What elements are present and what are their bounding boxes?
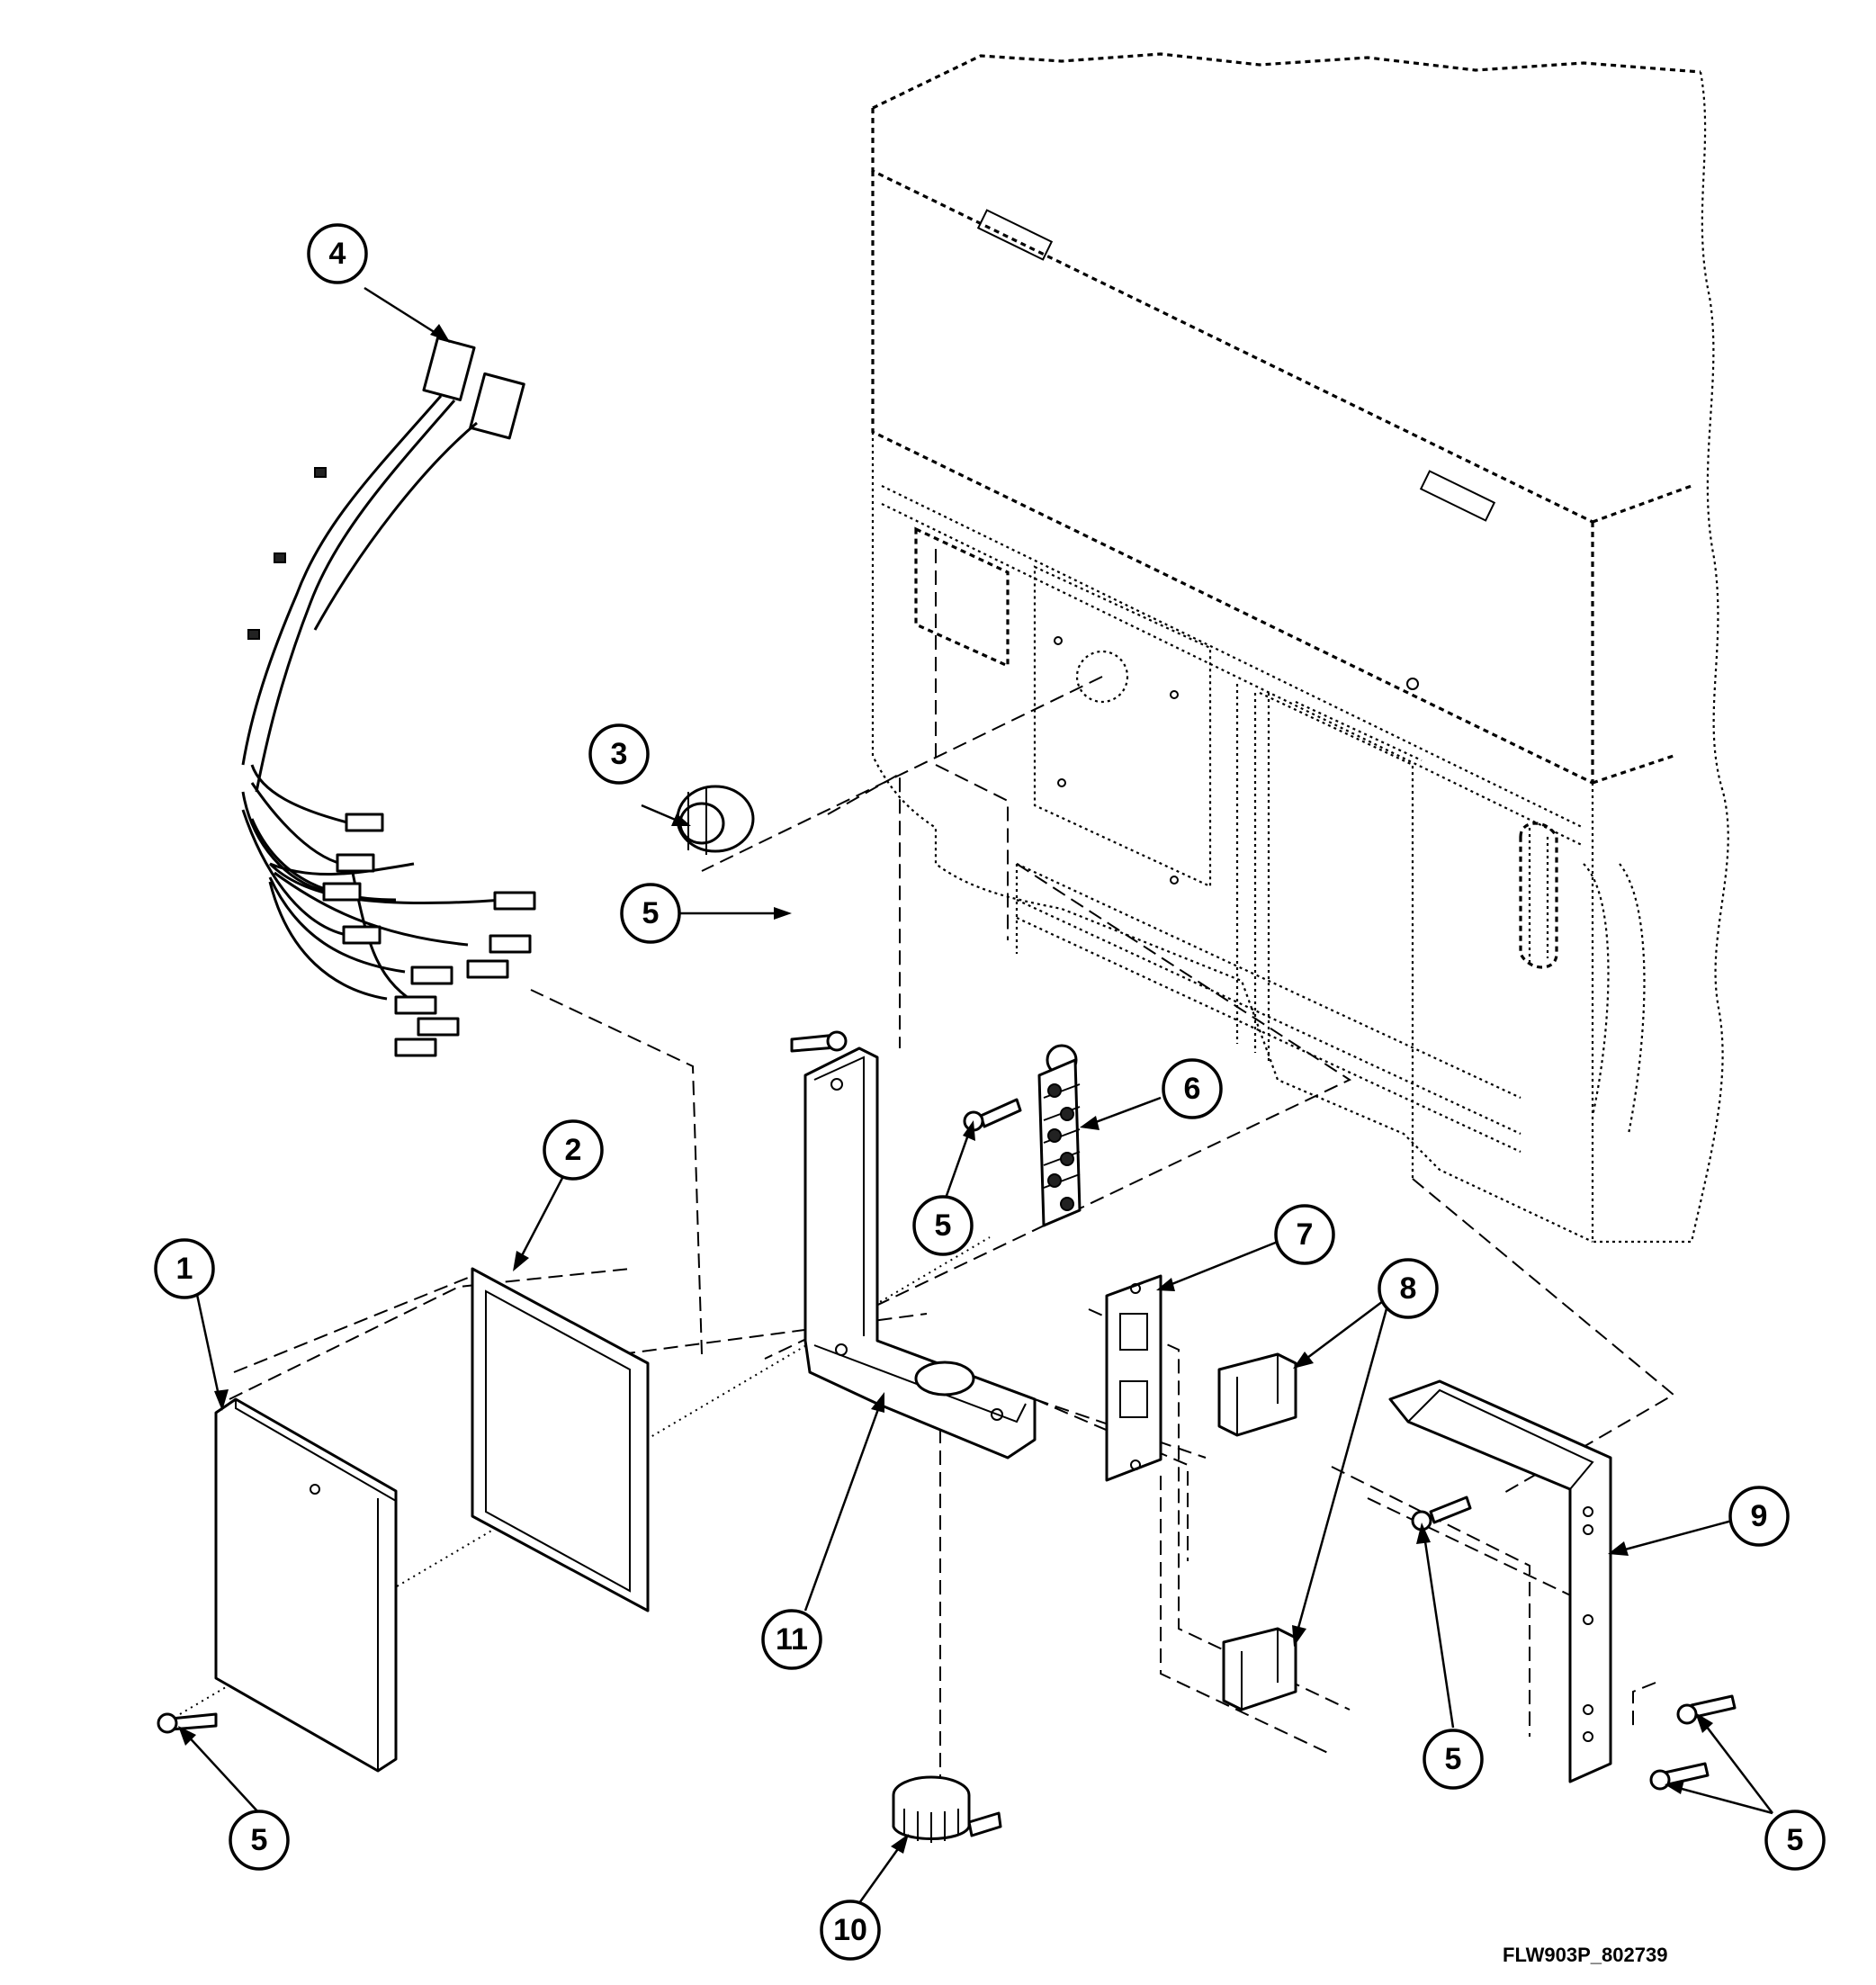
callout-4: 3 bbox=[588, 723, 650, 785]
svg-text:11: 11 bbox=[776, 1622, 808, 1657]
svg-text:9: 9 bbox=[1751, 1499, 1768, 1533]
assembly-lines bbox=[179, 549, 1675, 1791]
callout-1: 1 bbox=[154, 1238, 215, 1299]
svg-text:5: 5 bbox=[642, 896, 660, 930]
callout-7: 7 bbox=[1274, 1204, 1335, 1265]
callout-3: 4 bbox=[307, 223, 368, 284]
svg-text:5: 5 bbox=[1787, 1823, 1804, 1857]
callout-9: 9 bbox=[1728, 1486, 1790, 1547]
callout-10: 10 bbox=[820, 1900, 881, 1961]
callout-5-screw-cover: 5 bbox=[229, 1810, 290, 1871]
switches bbox=[1217, 1352, 1297, 1711]
switch-plate bbox=[1105, 1274, 1162, 1482]
svg-text:4: 4 bbox=[329, 237, 346, 271]
callout-5-screws-right: 5 bbox=[1764, 1810, 1826, 1871]
wire-terminals bbox=[322, 813, 536, 1057]
angle-bracket bbox=[1388, 1379, 1612, 1783]
callout-6: 6 bbox=[1162, 1058, 1223, 1119]
callout-leaders bbox=[178, 286, 1773, 1904]
svg-text:1: 1 bbox=[176, 1252, 193, 1286]
svg-text:6: 6 bbox=[1184, 1072, 1201, 1106]
callout-5-screw-terminal: 5 bbox=[912, 1195, 974, 1256]
wire-harness bbox=[241, 337, 536, 1057]
svg-text:5: 5 bbox=[935, 1208, 952, 1243]
fitting-nut bbox=[892, 1775, 1002, 1843]
svg-text:2: 2 bbox=[565, 1133, 582, 1167]
terminal-block bbox=[1037, 1044, 1082, 1227]
cover-panel bbox=[214, 1397, 398, 1773]
callout-5-screw-top: 5 bbox=[620, 883, 681, 944]
callout-11: 11 bbox=[761, 1609, 822, 1670]
machine-cabinet-outline bbox=[871, 52, 1729, 1244]
svg-text:5: 5 bbox=[251, 1823, 268, 1857]
drawing-code: FLW903P_802739 bbox=[1503, 1944, 1668, 1966]
callout-8: 8 bbox=[1378, 1258, 1439, 1319]
svg-text:8: 8 bbox=[1400, 1271, 1417, 1306]
svg-text:10: 10 bbox=[833, 1913, 867, 1947]
callout-5-screw-bracket: 5 bbox=[1423, 1729, 1484, 1790]
callout-2: 2 bbox=[543, 1119, 604, 1181]
gasket bbox=[471, 1267, 650, 1612]
bushing bbox=[676, 785, 755, 855]
svg-text:5: 5 bbox=[1445, 1742, 1462, 1776]
svg-text:3: 3 bbox=[611, 737, 628, 771]
svg-text:7: 7 bbox=[1297, 1217, 1314, 1252]
mounting-bracket bbox=[803, 1046, 1037, 1460]
